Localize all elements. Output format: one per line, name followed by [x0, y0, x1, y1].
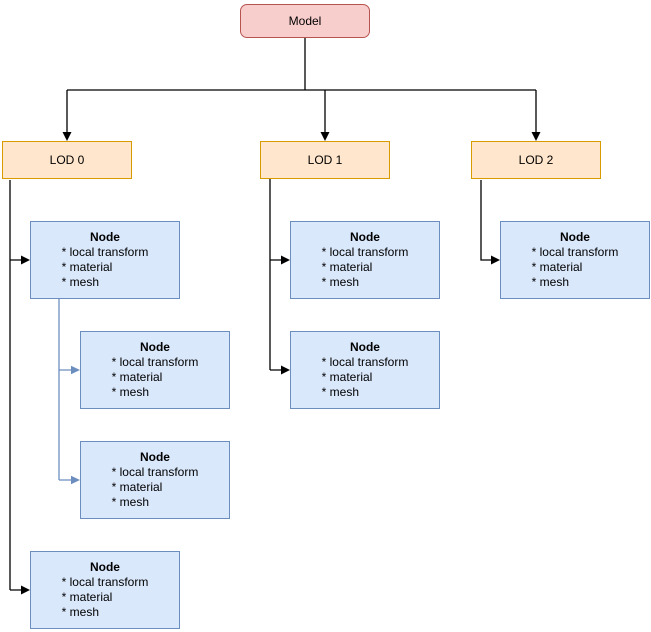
node-lod1-child1: Node * local transform * material * mesh — [290, 221, 440, 299]
lod0-label: LOD 0 — [49, 153, 85, 167]
node-lod0-child1-sub2: Node * local transform * material * mesh — [80, 441, 230, 519]
edge-node-to-subnodes — [58, 299, 80, 485]
model-label: Model — [288, 14, 322, 28]
node-lod0-child1-sub1: Node * local transform * material * mesh — [80, 331, 230, 409]
node-attr-material: * material — [111, 370, 163, 384]
node-title: Node — [349, 340, 380, 354]
node-content: Node * local transform * material * mesh — [532, 230, 619, 290]
node-attr-mesh: * mesh — [531, 275, 569, 289]
node-attr-material: * material — [61, 260, 113, 274]
node-attr-mesh: * mesh — [111, 385, 149, 399]
node-attr-mesh: * mesh — [321, 275, 359, 289]
node-attr-local-transform: * local transform — [321, 355, 409, 369]
node-content: Node * local transform * material * mesh — [322, 230, 409, 290]
edge-lod2-to-node — [480, 180, 500, 265]
node-attr-material: * material — [321, 370, 373, 384]
node-attr-mesh: * mesh — [111, 495, 149, 509]
lod2-label: LOD 2 — [518, 153, 554, 167]
lod2-shape: LOD 2 — [471, 141, 601, 179]
node-attr-local-transform: * local transform — [111, 465, 199, 479]
lod0-shape: LOD 0 — [2, 141, 132, 179]
node-attr-mesh: * mesh — [61, 275, 99, 289]
node-attr-material: * material — [111, 480, 163, 494]
node-title: Node — [349, 230, 380, 244]
model-shape: Model — [240, 4, 370, 38]
node-lod1-child2: Node * local transform * material * mesh — [290, 331, 440, 409]
node-lod2-child1: Node * local transform * material * mesh — [500, 221, 650, 299]
node-content: Node * local transform * material * mesh — [62, 560, 149, 620]
node-lod0-child2: Node * local transform * material * mesh — [30, 551, 180, 629]
node-content: Node * local transform * material * mesh — [62, 230, 149, 290]
node-content: Node * local transform * material * mesh — [112, 450, 199, 510]
node-lod0-child1: Node * local transform * material * mesh — [30, 221, 180, 299]
edge-lod0-to-nodes — [9, 180, 30, 595]
node-attr-local-transform: * local transform — [321, 245, 409, 259]
node-attr-mesh: * mesh — [61, 605, 99, 619]
edge-lod1-to-nodes — [269, 179, 290, 375]
node-attr-local-transform: * local transform — [61, 245, 149, 259]
node-attr-local-transform: * local transform — [61, 575, 149, 589]
node-content: Node * local transform * material * mesh — [322, 340, 409, 400]
node-attr-material: * material — [531, 260, 583, 274]
node-attr-mesh: * mesh — [321, 385, 359, 399]
node-title: Node — [559, 230, 590, 244]
node-title: Node — [139, 340, 170, 354]
node-attr-material: * material — [321, 260, 373, 274]
node-attr-material: * material — [61, 590, 113, 604]
node-content: Node * local transform * material * mesh — [112, 340, 199, 400]
lod1-label: LOD 1 — [307, 153, 343, 167]
edge-model-to-lods — [62, 38, 541, 141]
node-title: Node — [139, 450, 170, 464]
lod1-shape: LOD 1 — [260, 141, 390, 179]
node-title: Node — [89, 560, 120, 574]
node-title: Node — [89, 230, 120, 244]
node-attr-local-transform: * local transform — [111, 355, 199, 369]
node-attr-local-transform: * local transform — [531, 245, 619, 259]
